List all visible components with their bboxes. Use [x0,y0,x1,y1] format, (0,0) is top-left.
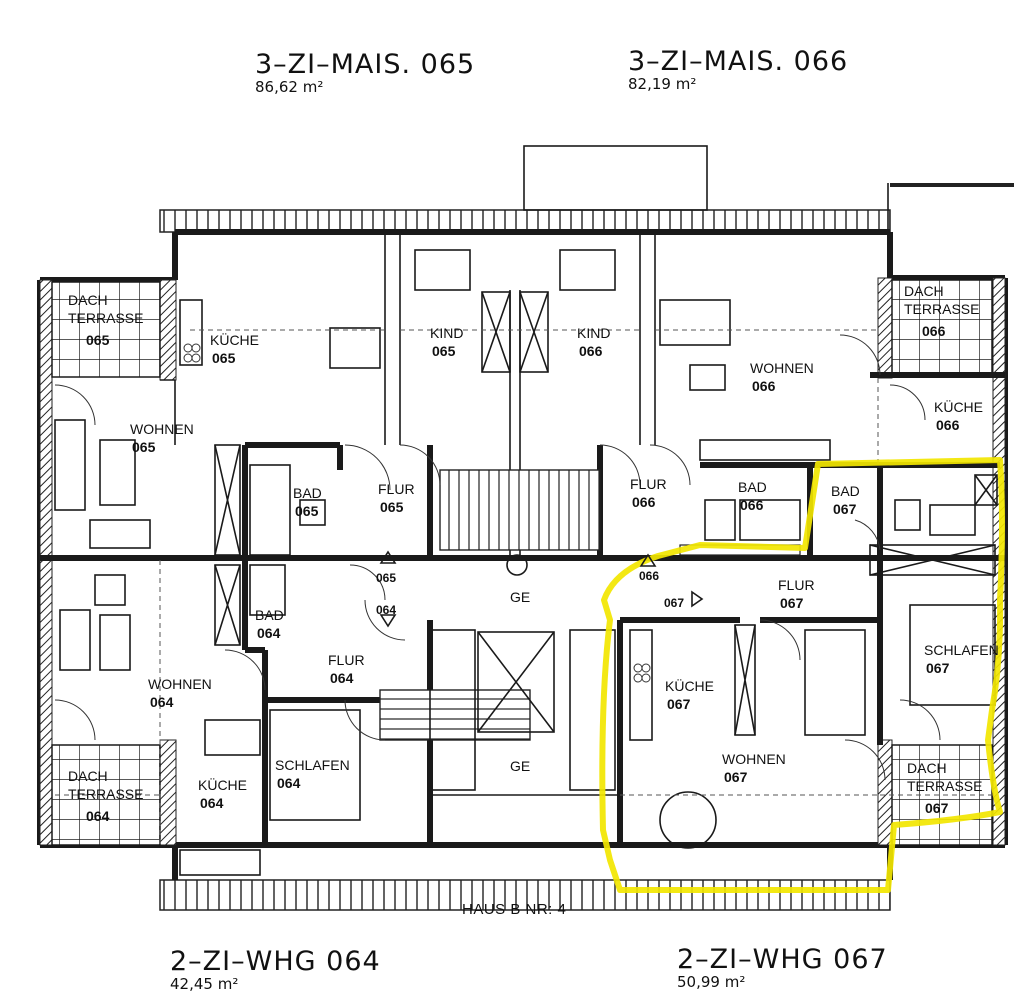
unit-title-065: 3–ZI–MAIS. 065 [255,49,476,80]
unit-area-067: 50,99 m² [677,973,746,991]
unit-header-067: 2–ZI–WHG 067 50,99 m² [677,944,888,991]
door-mark-064: 064 [376,603,396,617]
room-label-ge-upper: GE [510,589,530,605]
unit-title-064: 2–ZI–WHG 064 [170,946,381,977]
bottom-rail [159,879,891,911]
dashed-lines [55,329,995,845]
door-mark-065: 065 [376,571,396,585]
door-mark-067: 067 [664,596,684,610]
unit-area-065: 86,62 m² [255,78,324,96]
room-label-ge-lower: GE [510,758,530,774]
door-markers: 065 064 066 067 [376,550,704,628]
furniture [54,249,998,876]
unit-area-066: 82,19 m² [628,75,697,93]
building-label: HAUS B NR: 4 [462,901,566,918]
top-rail [159,145,1014,275]
unit-header-064: 2–ZI–WHG 064 42,45 m² [170,946,381,993]
stair-core [379,291,620,796]
unit-header-065: 3–ZI–MAIS. 065 86,62 m² [255,49,475,96]
terrace-064-tiles [51,744,161,846]
unit-title-067: 2–ZI–WHG 067 [677,944,888,975]
unit-area-064: 42,45 m² [170,975,239,993]
terrace-065-tiles [51,281,161,378]
door-swings [54,334,941,781]
highlight-outline-067 [599,457,1005,893]
unit-header-066: 3–ZI–MAIS. 066 82,19 m² [628,46,848,93]
terrace-067-tiles [891,744,993,846]
door-mark-066: 066 [639,569,659,583]
unit-title-066: 3–ZI–MAIS. 066 [628,46,849,77]
